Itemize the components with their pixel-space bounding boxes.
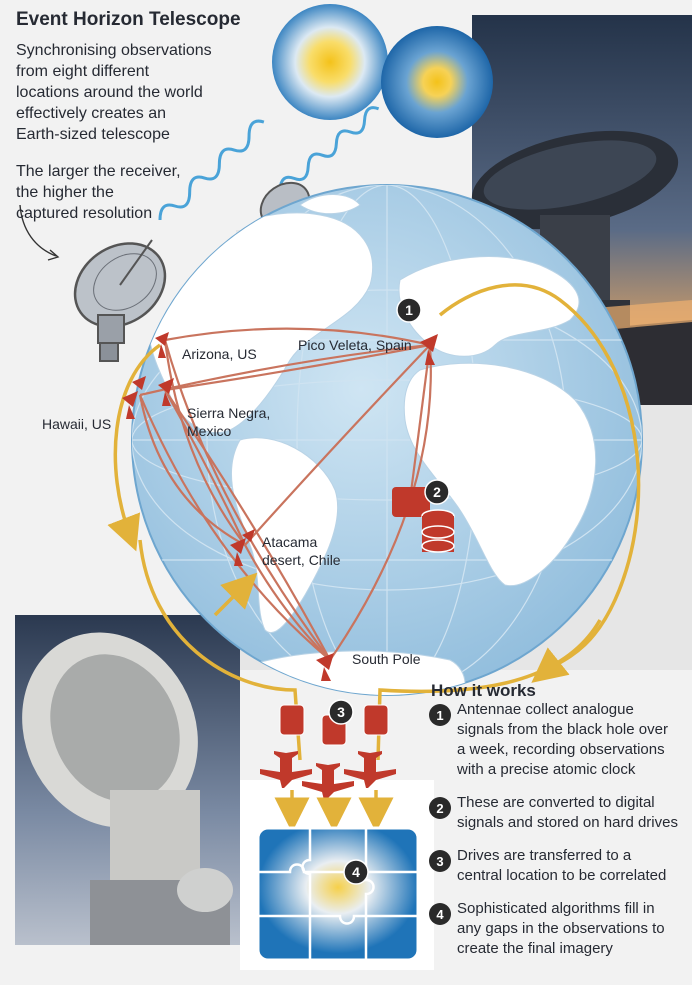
puzzle-image xyxy=(256,826,420,962)
land-africa xyxy=(403,362,597,587)
step-line: any gaps in the observations to xyxy=(457,920,665,937)
dish-sierra-negra xyxy=(158,378,174,406)
diagram-markers xyxy=(328,297,450,885)
marker-2: 2 xyxy=(433,484,441,500)
label-sierra-negra: Sierra Negra, Mexico xyxy=(187,404,270,440)
black-hole-image-2 xyxy=(381,26,493,138)
step-4-text: Sophisticated algorithms fill in any gap… xyxy=(457,899,665,959)
dish-atacama xyxy=(230,538,246,566)
flow-arcs xyxy=(107,283,641,761)
receiver-note-line: the higher the xyxy=(16,184,114,201)
receiver-note-line: The larger the receiver, xyxy=(16,163,181,180)
label-pico-veleta: Pico Veleta, Spain xyxy=(298,337,412,353)
step-line: signals from the black hole over xyxy=(457,721,668,738)
telescope-photo-bottom xyxy=(15,615,240,945)
receiver-note-line: captured resolution xyxy=(16,205,153,222)
step-3-badge: 3 xyxy=(429,850,451,872)
dish-hawaii-2 xyxy=(132,376,146,390)
step-line: signals and stored on hard drives xyxy=(457,814,678,831)
step-3-text: Drives are transferred to a central loca… xyxy=(457,846,666,886)
step-line: Antennae collect analogue xyxy=(457,701,634,718)
label-hawaii: Hawaii, US xyxy=(42,416,112,432)
intro-line: locations around the world xyxy=(16,84,203,101)
label-line: Sierra Negra, xyxy=(187,405,271,421)
step-line: Drives are transferred to a xyxy=(457,847,632,864)
label-line: Mexico xyxy=(187,423,232,439)
pointer-arrow xyxy=(19,204,57,257)
marker-1: 1 xyxy=(405,302,413,318)
marker-3: 3 xyxy=(337,704,345,720)
drive-transfer xyxy=(260,704,396,833)
step-1-badge: 1 xyxy=(429,704,451,726)
baseline-links xyxy=(138,327,432,661)
hard-drives-globe xyxy=(392,487,455,553)
signal-wave-1 xyxy=(158,119,265,221)
label-atacama: Atacama desert, Chile xyxy=(262,533,341,569)
receiver-dish-large xyxy=(73,239,167,362)
dish-pico-veleta xyxy=(420,334,438,365)
black-hole-image-1 xyxy=(272,4,388,120)
globe xyxy=(131,184,643,696)
step-line: central location to be correlated xyxy=(457,867,667,884)
step-line: These are converted to digital xyxy=(457,794,655,811)
intro-line: Synchronising observations xyxy=(16,42,212,59)
label-south-pole: South Pole xyxy=(352,651,421,667)
land-north-america xyxy=(146,212,374,434)
label-line: Atacama xyxy=(262,534,318,550)
signal-wave-2 xyxy=(278,106,380,191)
intro-line: effectively creates an xyxy=(16,105,167,122)
how-it-works-title: How it works xyxy=(431,681,536,700)
step-1-text: Antennae collect analogue signals from t… xyxy=(457,700,668,780)
intro-line: Earth-sized telescope xyxy=(16,126,170,143)
label-arizona: Arizona, US xyxy=(182,346,257,362)
intro-text: Synchronising observations from eight di… xyxy=(16,40,212,145)
dish-south-pole xyxy=(316,653,334,681)
step-4-badge: 4 xyxy=(429,903,451,925)
page-title: Event Horizon Telescope xyxy=(16,9,241,30)
step-line: create the final imagery xyxy=(457,940,613,957)
step-2-text: These are converted to digital signals a… xyxy=(457,793,678,833)
intro-line: from eight different xyxy=(16,63,150,80)
dish-hawaii xyxy=(122,391,138,419)
marker-4: 4 xyxy=(352,864,360,880)
step-2-badge: 2 xyxy=(429,797,451,819)
receiver-note: The larger the receiver, the higher the … xyxy=(16,161,181,224)
dish-arizona xyxy=(155,332,169,358)
dish-atacama-2 xyxy=(242,529,255,542)
step-line: with a precise atomic clock xyxy=(457,761,636,778)
step-line: a week, recording observations xyxy=(457,741,665,758)
telescope-photo-top xyxy=(471,15,692,405)
label-line: desert, Chile xyxy=(262,552,341,568)
step-line: Sophisticated algorithms fill in xyxy=(457,900,655,917)
site-dishes xyxy=(122,332,438,681)
